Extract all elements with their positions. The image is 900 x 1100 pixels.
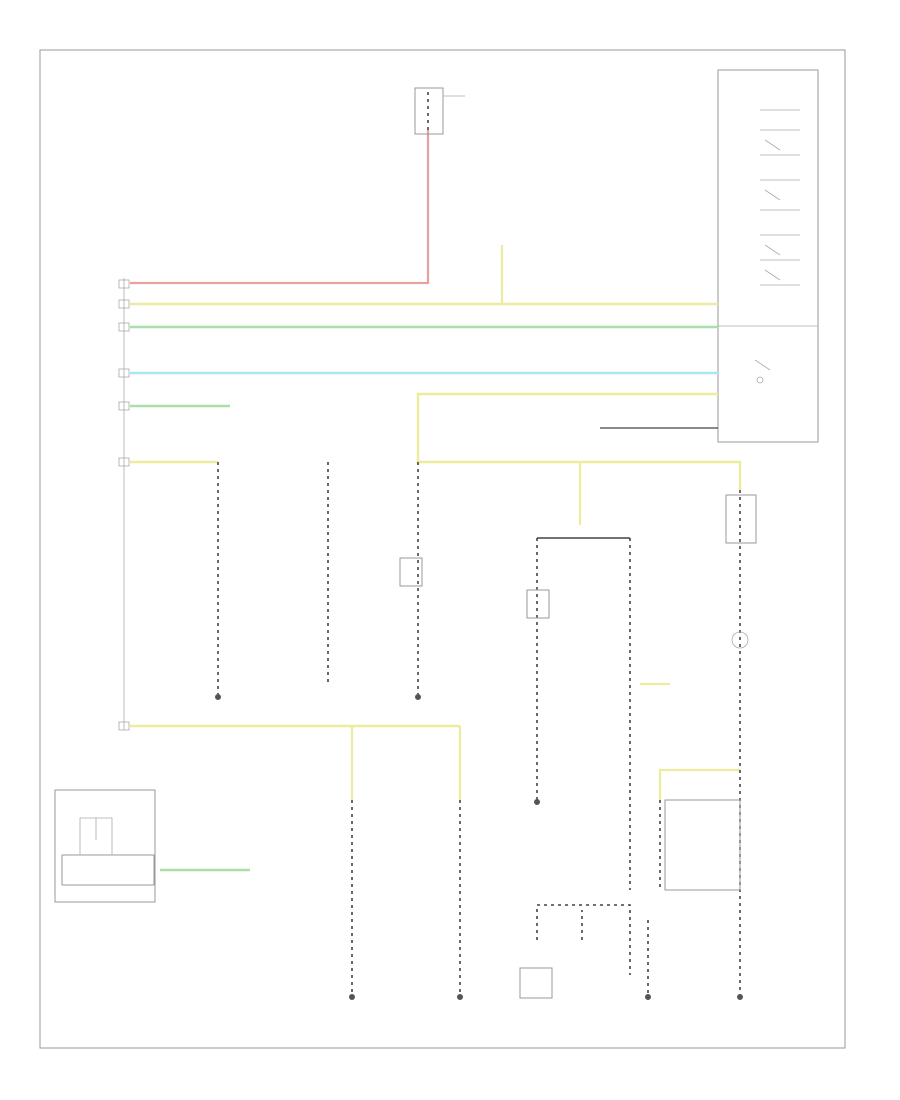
wire-yellow-2 [416,392,718,465]
component-lamp-module [664,799,741,891]
wire-red [130,90,430,285]
wire-dash-10 [536,904,631,975]
switch-module [717,69,819,443]
left-pins [118,279,130,731]
component-right-fuse [725,494,757,544]
wire-yellow-9 [658,768,740,800]
diagram-border [39,49,846,1049]
wire-yellow-4 [418,460,742,490]
component-transmission-switch [399,557,423,587]
top-fuse-block [414,87,465,135]
ground-symbols [215,694,743,1000]
component-lamp [731,631,749,649]
instrument-cluster [54,789,156,903]
component-bottom-connector [519,967,553,999]
component-reverse-switch [526,589,550,619]
